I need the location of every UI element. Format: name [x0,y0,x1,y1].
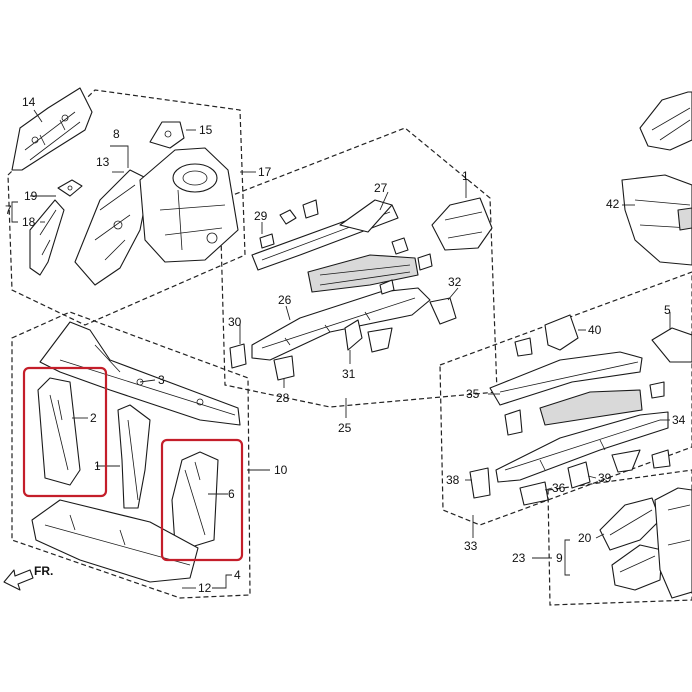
callout-4: 4 [234,568,241,582]
part-side-panel-right [654,487,692,599]
small-hardware-center [229,199,457,381]
highlight-part-2 [22,366,108,498]
callout-30: 30 [228,315,242,329]
group-frame-upper-left [7,89,246,326]
part-40-bracket [544,314,579,351]
part-27-upper-member [251,199,399,271]
group-frame-center [219,127,498,408]
callout-13: 13 [96,155,110,169]
callout-6: 6 [228,487,235,501]
callout-38: 38 [446,473,460,487]
group-frame-right [439,271,692,526]
callout-29: 29 [254,209,268,223]
group-frame-lower-right [547,469,692,606]
part-18-bracket [29,199,65,276]
callout-34: 34 [672,413,686,427]
part-lower-piece [611,544,663,591]
highlight-part-6 [160,438,244,562]
callout-1-front: 1 [94,459,101,473]
part-19-clip [57,179,83,197]
callout-25: 25 [338,421,352,435]
part-13-inner-housing [74,169,151,286]
direction-label: FR. [34,564,53,578]
callout-8: 8 [113,127,120,141]
callout-27: 27 [374,181,388,195]
callout-39: 39 [598,471,612,485]
part-42-wheel-house [621,174,692,266]
part-extension-dark [307,254,419,293]
part-top-right-assembly [639,91,692,151]
callout-15: 15 [199,123,213,137]
callout-7: 7 [5,203,12,217]
arrow-icon [3,569,34,591]
part-35-upper-rail [489,351,643,406]
part-extension-dark-right [539,389,643,426]
callout-1-center: 1 [462,169,469,183]
callout-20: 20 [578,531,592,545]
callout-9: 9 [556,551,563,565]
callout-32: 32 [448,275,462,289]
callout-5: 5 [664,303,671,317]
callout-26: 26 [278,293,292,307]
callout-28: 28 [276,391,290,405]
callout-33: 33 [464,539,478,553]
callout-36: 36 [552,481,566,495]
callout-18: 18 [22,215,36,229]
part-5-corner-bracket [651,327,692,363]
part-8-apron [139,147,239,263]
callout-40: 40 [588,323,602,337]
part-15-bracket [149,121,185,149]
callout-2: 2 [90,411,97,425]
part-20-upper-piece [599,497,661,551]
callout-17: 17 [258,165,272,179]
part-12-lower-crossmember [31,499,199,583]
callout-35: 35 [466,387,480,401]
callout-42: 42 [606,197,620,211]
part-26-frame-rail [251,287,431,361]
callout-19: 19 [24,189,38,203]
part-1-center-stay [117,404,151,509]
callout-23: 23 [512,551,526,565]
part-14-upper-rail [11,87,93,171]
part-2-side-support-left [37,377,81,486]
callouts: 14 8 15 13 17 19 7 18 27 1 29 26 32 30 3… [5,95,686,595]
part-6-side-support-right [171,451,219,549]
callout-12: 12 [198,581,212,595]
small-hardware-right [469,337,671,506]
callout-10: 10 [274,463,288,477]
callout-3: 3 [158,373,165,387]
part-34-frame-rail [495,411,669,483]
front-direction-arrow: FR. [3,564,53,591]
callout-31: 31 [342,367,356,381]
part-1-rear-bracket [431,197,493,251]
callout-14: 14 [22,95,36,109]
part-3-upper-crossmember [39,321,241,426]
